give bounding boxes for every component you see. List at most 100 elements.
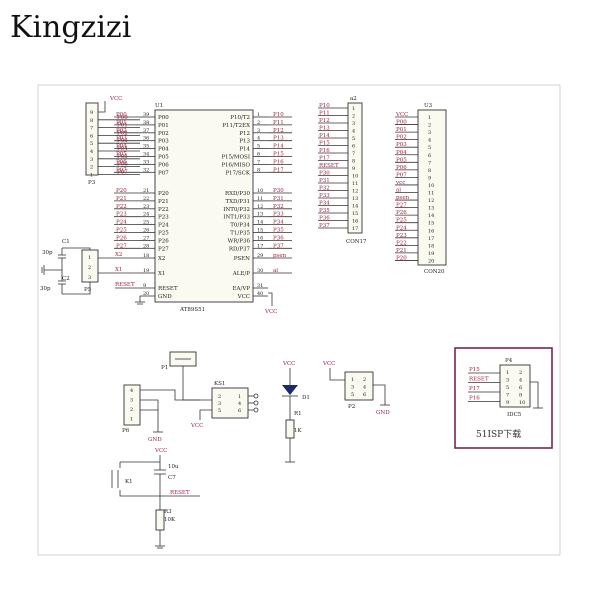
r1-body [285, 419, 295, 439]
u1-left-pin-name: P03 [158, 139, 169, 145]
u1-left-pin-num: 36 [143, 136, 149, 142]
u1-vcc-wire [268, 292, 273, 306]
u1-right-pin-name: INT1/P33 [223, 215, 250, 221]
c1-ref: C1 [62, 239, 70, 245]
u1-right-pin-name: ALE/P [232, 271, 250, 277]
x2-top-wire [62, 247, 91, 250]
u1-right-net-label: P14 [273, 144, 284, 150]
p4-pin-right: 2 [519, 370, 522, 376]
u1-part: AT89S51 [179, 307, 205, 313]
u1-left-pin-num: 38 [143, 120, 149, 126]
u1-left-pin-name: P04 [158, 147, 169, 153]
u1-right-pin-num: 11 [257, 196, 263, 202]
con17-net-label: P32 [319, 186, 330, 192]
u1-ref: U1 [155, 103, 163, 109]
p3-pin-6: 6 [90, 133, 93, 139]
reset-net-label: RESET [115, 282, 135, 288]
con17-top-label: a2 [350, 96, 357, 102]
u1-right-pin-name: VCC [237, 294, 250, 300]
u1-left-pin-name: P20 [158, 191, 169, 197]
u1-left-pin-num: 9 [143, 283, 146, 289]
p2-pin-right: 4 [363, 385, 366, 391]
p5-pin-num: 2 [88, 265, 91, 271]
con20-net-label: P24 [396, 225, 407, 231]
u1-left-pin-name: P05 [158, 155, 169, 161]
u1-right-pin-num: 16 [257, 235, 263, 241]
con20-net-label: P23 [396, 233, 407, 239]
con20-net-label: P26 [396, 210, 407, 216]
u1-right-net-label: P37 [273, 243, 284, 249]
u1-left-net-label: P01 [116, 120, 127, 126]
u1-right-pin-name: P17/SCK [225, 170, 251, 176]
u1-right-pin-name: P14 [239, 147, 250, 153]
u1-right-pin-num: 15 [257, 228, 263, 234]
ks1-pin-left: 2 [218, 394, 221, 400]
con17-net-label: P11 [319, 111, 330, 117]
x1-bot-wire [62, 282, 91, 295]
k1-ref: K1 [125, 479, 133, 485]
con17-pin-num: 16 [352, 219, 358, 225]
con17-net-label: P13 [319, 126, 330, 132]
ks1-pin-left: 5 [218, 408, 221, 414]
con20-body [417, 109, 447, 266]
u1-right-net-label: P13 [273, 136, 284, 142]
p2-pin-left: 1 [351, 377, 354, 383]
con20-net-label: P03 [396, 142, 407, 148]
p3-ref: P3 [88, 180, 96, 186]
u1-right-net-label: P12 [273, 128, 284, 134]
u1-left-pin-name: P27 [158, 246, 169, 252]
p4-part: IDC5 [507, 412, 522, 418]
isp-caption: 51ISP下载 [476, 428, 521, 440]
u1-left-net-label: P05 [116, 152, 127, 158]
c7-value: 10u [168, 464, 179, 470]
u1-right-pin-num: 3 [257, 128, 260, 134]
c2-ref: C2 [62, 276, 70, 282]
con17-net-label: P17 [319, 156, 330, 162]
con20-pin-num: 11 [428, 191, 434, 197]
con17-net-label: P35 [319, 208, 330, 214]
p2-pin-left: 3 [351, 385, 354, 391]
p4-pin-left: 9 [506, 400, 509, 406]
r3-ref: R3 [164, 509, 172, 515]
con20-pin-num: 18 [428, 243, 434, 249]
isp-frame [454, 347, 553, 449]
u1-right-pin-name: RXD/P30 [225, 191, 251, 197]
p6-ref: P6 [122, 428, 130, 434]
ks1-body [211, 387, 249, 419]
con17-pin-num: 17 [352, 226, 358, 232]
ks1-pad-1 [253, 393, 259, 399]
p3-net-5: P03 [117, 138, 128, 144]
con17-net-label: P37 [319, 223, 330, 229]
u1-left-pin-num: 21 [143, 188, 149, 194]
p4-pin-left: 3 [506, 378, 509, 384]
u1-left-net-label: P20 [116, 188, 127, 194]
u1-left-net-label: P24 [116, 220, 127, 226]
p4-pin-right: 10 [519, 400, 525, 406]
u1-right-net-label: al [273, 268, 278, 274]
con20-net-label: P07 [396, 172, 407, 178]
u1-left-net-label: P02 [116, 128, 127, 134]
u1-left-pin-num: 25 [143, 220, 149, 226]
con20-pin-num: 14 [428, 213, 434, 219]
u1-left-pin-num: 24 [143, 212, 149, 218]
u1-right-pin-num: 17 [257, 243, 263, 249]
u1-right-pin-num: 13 [257, 212, 263, 218]
u1-left-net-label: P26 [116, 235, 127, 241]
con20-net-label: P27 [396, 203, 407, 209]
r1-ref: R1 [294, 411, 302, 417]
u1-left-pin-name: P24 [158, 223, 169, 229]
con17-net-label: P31 [319, 178, 330, 184]
con20-pin-num: 12 [428, 198, 434, 204]
p6-pin-num: 3 [130, 398, 133, 404]
p6-pin-num: 1 [130, 417, 133, 423]
u1-left-pin-num: 18 [143, 253, 149, 259]
u1-right-net-label: P36 [273, 235, 284, 241]
ks1-pad-3 [253, 407, 259, 413]
u1-right-pin-num: 5 [257, 144, 260, 150]
u1-right-net-label: P15 [273, 152, 284, 158]
